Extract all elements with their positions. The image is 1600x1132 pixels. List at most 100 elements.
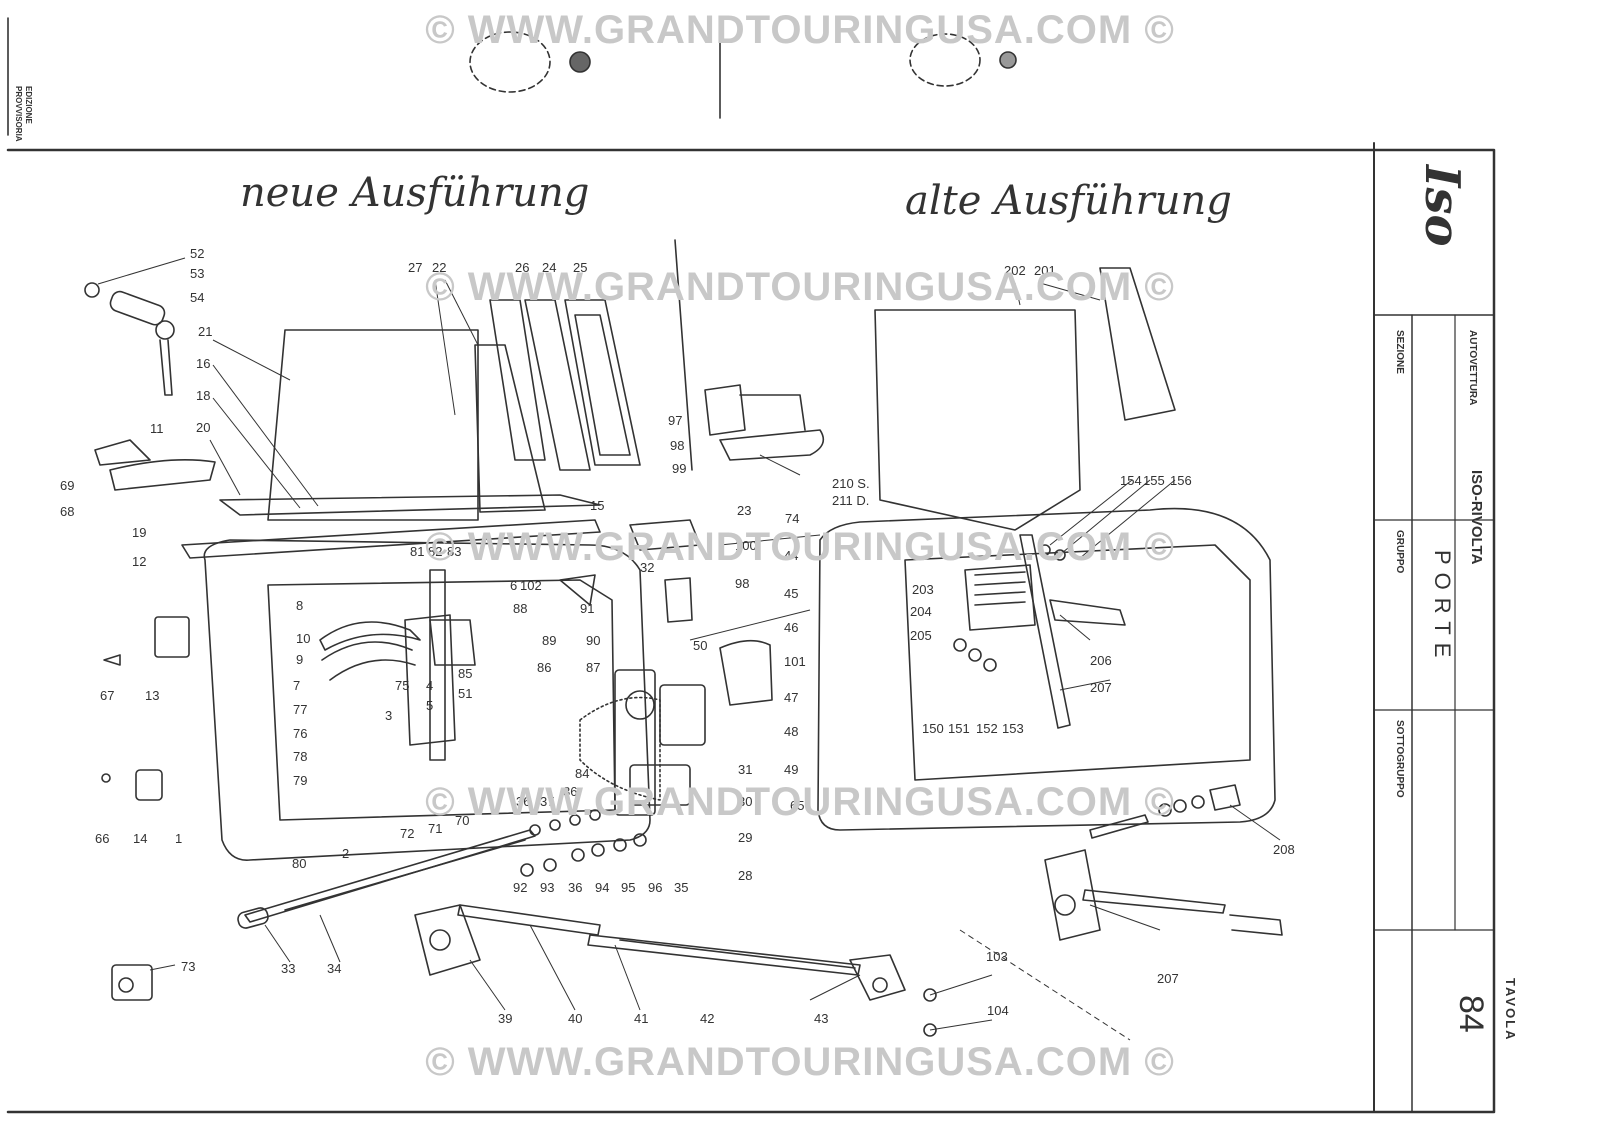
part-number-label: 25 [573,260,587,275]
handwritten-old-version: alte Ausführung [905,178,1232,224]
part-number-label: 28 [738,868,752,883]
part-number-label: 41 [634,1011,648,1026]
part-number-label: 79 [293,773,307,788]
part-number-label: 19 [132,525,146,540]
part-number-label: 210 S. [832,476,870,491]
part-number-label: 48 [784,724,798,739]
part-number-label: 83 [447,544,461,559]
part-number-label: 73 [181,959,195,974]
part-number-label: 81 [410,544,424,559]
part-number-label: 94 [595,880,609,895]
part-number-label: 23 [737,503,751,518]
part-number-label: 3 [385,708,392,723]
part-number-label: 78 [293,749,307,764]
part-number-label: 4 [426,678,433,693]
part-number-label: 24 [542,260,556,275]
watermark-upper: © WWW.GRANDTOURINGUSA.COM © [425,265,1175,309]
part-number-label: 5 [426,698,433,713]
part-number-label: 26 [515,260,529,275]
part-number-label: 97 [668,413,682,428]
part-number-label: 9 [296,652,303,667]
part-number-label: 16 [196,356,210,371]
part-number-label: 32 [640,560,654,575]
part-number-label: 43 [814,1011,828,1026]
handwritten-new-version: neue Ausführung [240,170,590,216]
part-number-label: 42 [700,1011,714,1026]
part-number-label: 66 [95,831,109,846]
part-number-label: 30 [738,794,752,809]
watermark-middle: © WWW.GRANDTOURINGUSA.COM © [425,525,1175,569]
autovettura-value: ISO-RIVOLTA [1468,470,1485,565]
part-number-label: 1 [175,831,182,846]
part-number-label: 100 [735,538,757,553]
part-number-label: 20 [196,420,210,435]
part-number-label: 49 [784,762,798,777]
edition-stamp: EDIZIONE PROVVISORIA [13,86,33,156]
part-number-label: 153 [1002,721,1024,736]
part-number-label: 74 [785,511,799,526]
part-number-label: 33 [281,961,295,976]
part-number-label: 31 [738,762,752,777]
part-number-label: 70 [455,813,469,828]
part-number-label: 77 [293,702,307,717]
part-number-label: 52 [190,246,204,261]
part-number-label: 155 [1143,473,1165,488]
part-number-label: 45 [784,586,798,601]
part-number-label: 208 [1273,842,1295,857]
watermark-bottom: © WWW.GRANDTOURINGUSA.COM © [425,1040,1175,1084]
part-number-label: 11 [150,421,164,436]
part-number-label: 2 [342,846,349,861]
part-number-label: 21 [198,324,212,339]
part-number-label: 154 [1120,473,1142,488]
part-number-label: 36 [516,794,530,809]
iso-logo: Iso [1414,165,1470,247]
part-number-label: 69 [60,478,74,493]
part-number-label: 46 [784,620,798,635]
part-number-label: 204 [910,604,932,619]
gruppo-value: PORTE [1430,550,1455,666]
sottogruppo-label: SOTTOGRUPPO [1394,720,1405,798]
part-number-label: 14 [133,831,147,846]
part-number-label: 6 [510,578,517,593]
part-number-label: 102 [520,578,542,593]
part-number-label: 39 [498,1011,512,1026]
part-number-label: 47 [784,690,798,705]
part-number-label: 92 [513,880,527,895]
part-number-label: 82 [428,544,442,559]
part-number-label: 54 [190,290,204,305]
part-number-label: 36 [563,784,577,799]
part-number-label: 13 [145,688,159,703]
part-number-label: 65 [790,798,804,813]
part-number-label: 104 [987,1003,1009,1018]
part-number-label: 96 [648,880,662,895]
part-number-label: 95 [621,880,635,895]
part-number-label: 50 [693,638,707,653]
part-number-label: 98 [735,576,749,591]
part-number-label: 72 [400,826,414,841]
part-number-label: 7 [293,678,300,693]
part-number-label: 101 [784,654,806,669]
part-number-label: 103 [986,949,1008,964]
part-number-label: 44 [784,548,798,563]
part-number-label: 68 [60,504,74,519]
part-number-label: 211 D. [832,493,869,508]
stamp-line-1: EDIZIONE [24,86,33,124]
part-number-label: 152 [976,721,998,736]
part-number-label: 67 [100,688,114,703]
part-number-label: 90 [586,633,600,648]
sezione-label: SEZIONE [1394,330,1405,374]
watermark-top: © WWW.GRANDTOURINGUSA.COM © [425,8,1175,52]
part-number-label: 91 [580,601,594,616]
part-number-label: 36 [568,880,582,895]
part-number-label: 71 [428,821,442,836]
part-number-label: 51 [458,686,472,701]
part-number-label: 22 [432,260,446,275]
part-number-label: 202 [1004,263,1026,278]
part-number-label: 84 [575,766,589,781]
part-number-label: 18 [196,388,210,403]
part-number-label: 87 [586,660,600,675]
part-number-label: 207 [1157,971,1179,986]
part-number-label: 150 [922,721,944,736]
